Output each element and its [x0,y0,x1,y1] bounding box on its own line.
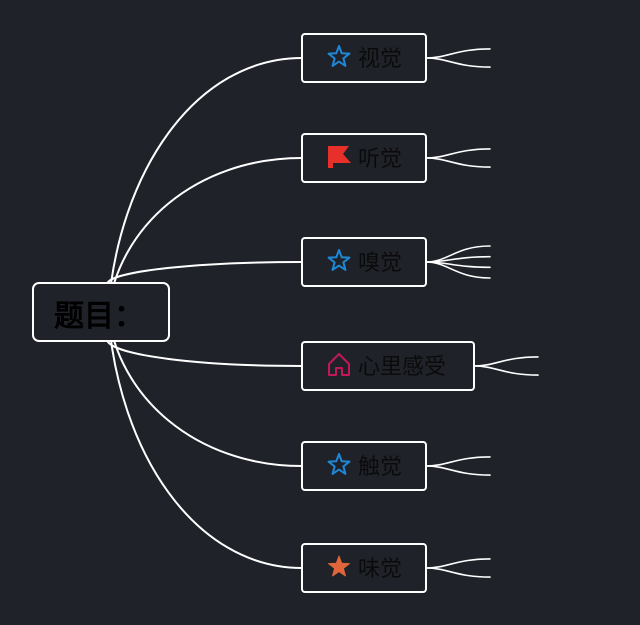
star-outline-icon [327,453,351,475]
leaf-twig [425,465,491,476]
branch-node-label: 触觉 [358,455,402,480]
star-filled-icon [328,555,350,577]
connector-line [107,157,303,313]
branch-node-label: 听觉 [358,147,402,172]
flag-icon [328,146,351,168]
branch-node-box [301,441,427,491]
branch-node-box [301,33,427,83]
branch-node-label: 嗅觉 [358,251,402,276]
branch-node-box [301,543,427,593]
house-icon [328,353,350,376]
star-outline-icon [327,45,351,67]
leaf-twig [425,57,491,68]
root-node-box [32,282,170,342]
leaf-twig [425,261,491,279]
branch-node[interactable]: 味觉 [301,543,427,593]
leaf-twig [473,356,539,367]
star-outline-icon [327,249,351,271]
connectors [107,57,303,569]
leaf-twig [425,255,491,263]
connector-line [107,341,303,367]
leaf-twig [425,48,491,59]
branch-node-label: 视觉 [358,47,402,72]
branch-node-label: 心里感受 [358,355,446,380]
root-node-label: 题目： [54,299,144,334]
connector-line [107,311,303,569]
branch-node-box [301,341,475,391]
branch-node[interactable]: 触觉 [301,441,427,491]
connector-line [107,261,303,283]
connector-line [107,311,303,467]
root-node[interactable]: 题目： [32,282,170,342]
leaf-twig [425,148,491,159]
leaf-twigs [425,48,539,578]
branch-node[interactable]: 心里感受 [301,341,475,391]
leaf-twig [425,157,491,168]
leaf-twig [473,365,539,376]
branch-node-box [301,237,427,287]
branch-node-label: 味觉 [358,557,402,582]
leaf-twig [425,245,491,263]
branch-node[interactable]: 视觉 [301,33,427,83]
leaf-twig [425,567,491,578]
connector-line [107,57,303,313]
branch-node[interactable]: 听觉 [301,133,427,183]
leaf-twig [425,558,491,569]
leaf-twig [425,456,491,467]
branch-node[interactable]: 嗅觉 [301,237,427,287]
